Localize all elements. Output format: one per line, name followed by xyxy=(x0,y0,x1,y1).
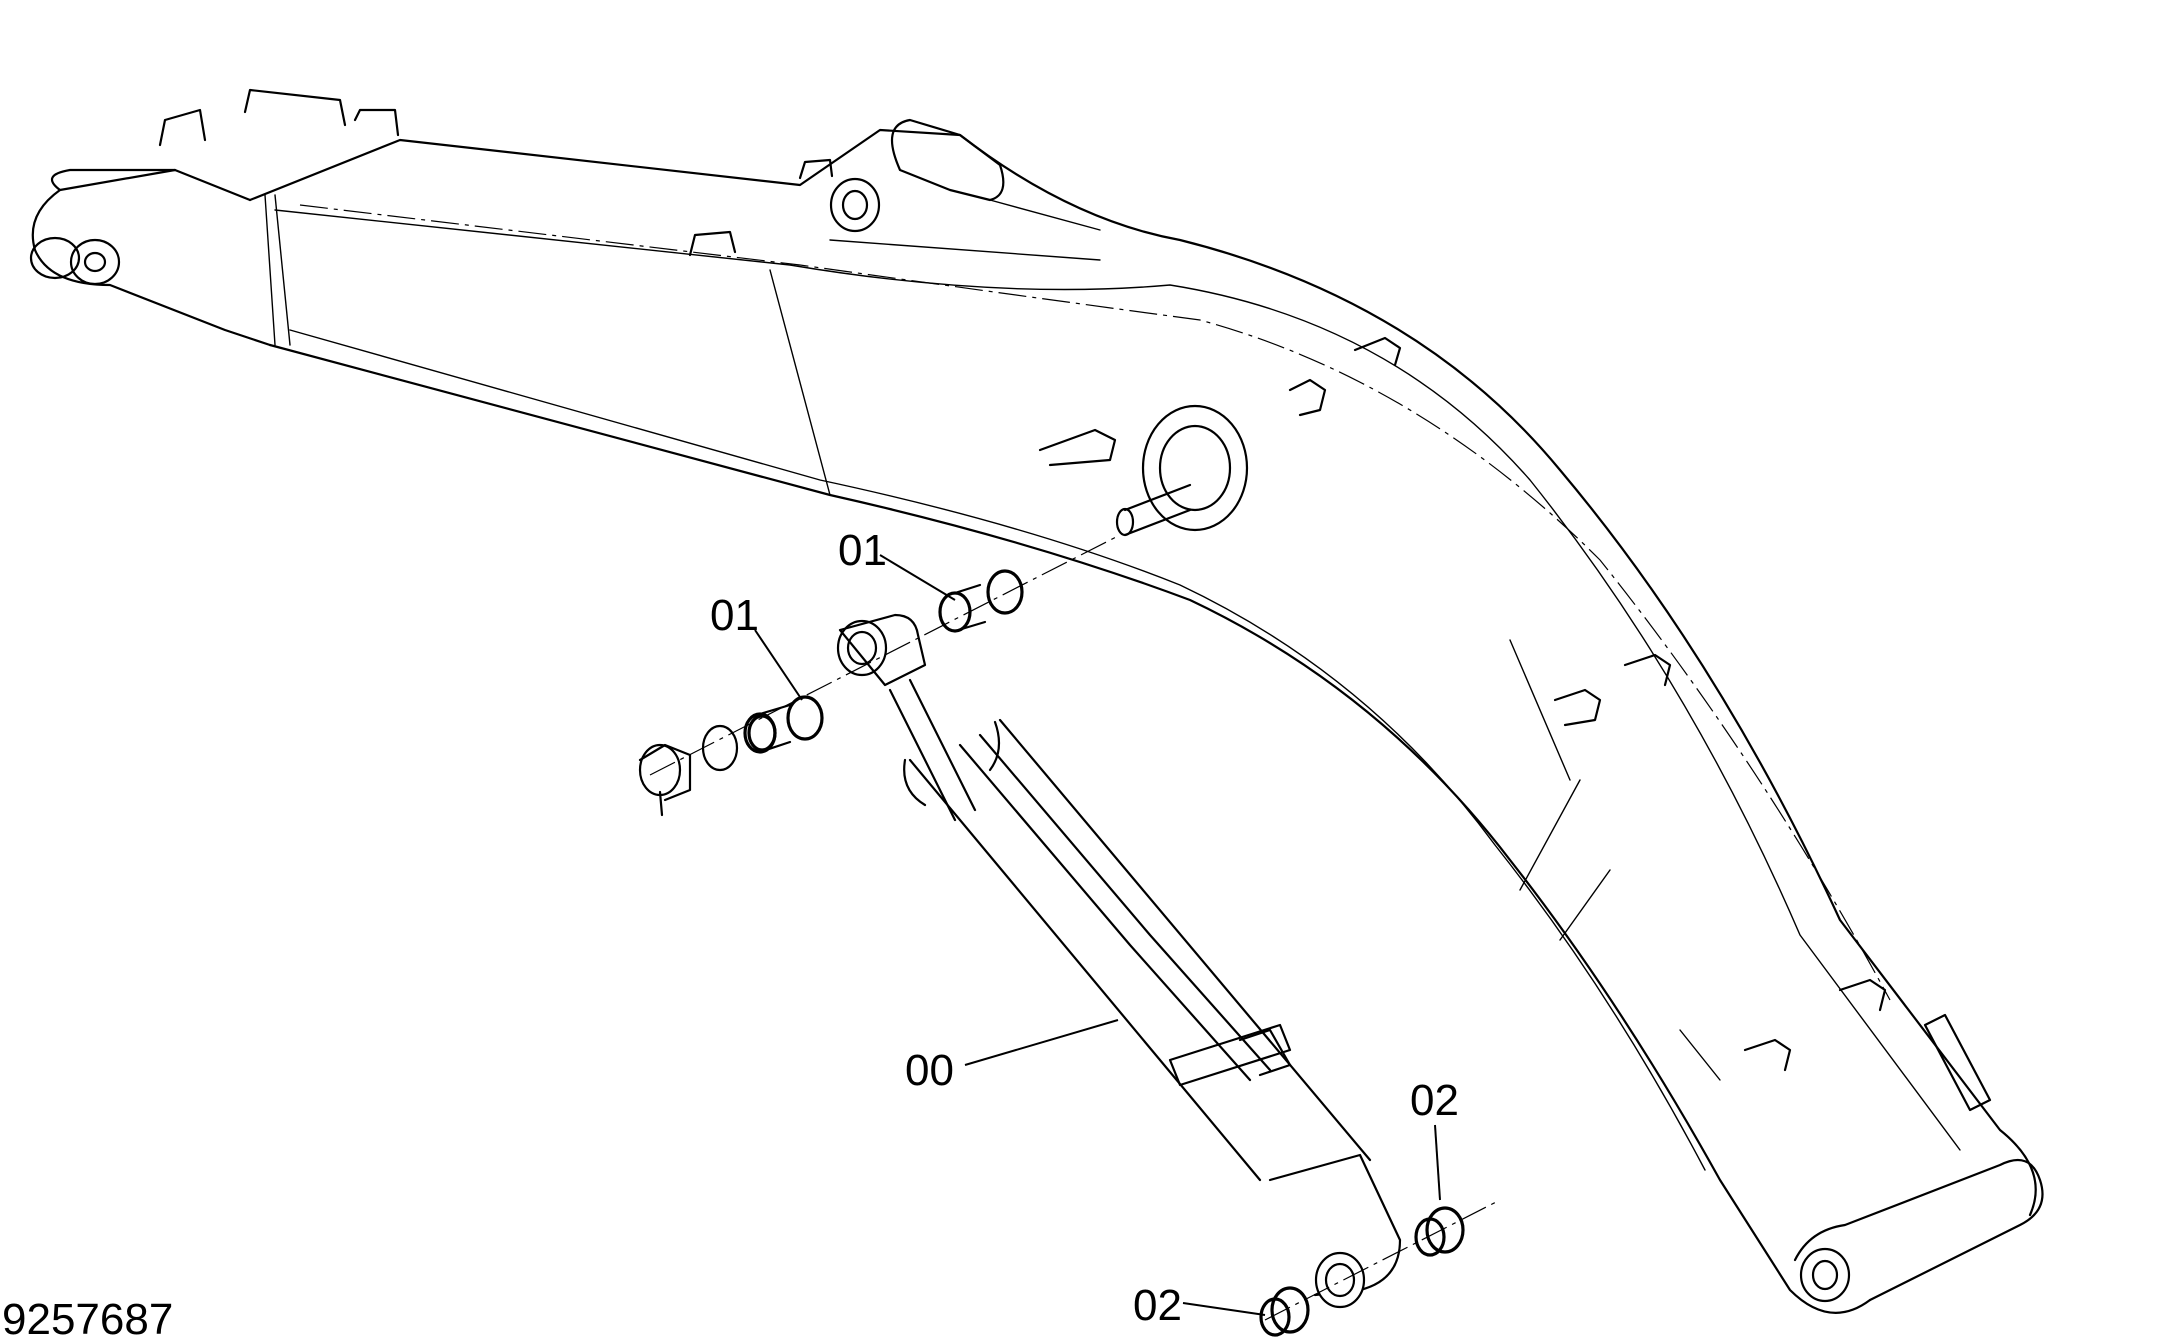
callout-leaders xyxy=(754,554,1441,1316)
drawing-number: 9257687 xyxy=(2,1295,173,1339)
hydraulic-cylinder xyxy=(836,613,1402,1309)
boom xyxy=(29,88,2044,1314)
callout-label-01-upper: 01 xyxy=(838,526,887,575)
callout-label-00: 00 xyxy=(905,1046,954,1095)
callout-label-01-lower: 01 xyxy=(710,591,759,640)
callout-label-02-lower: 02 xyxy=(1133,1281,1182,1330)
callout-label-02-upper: 02 xyxy=(1410,1076,1459,1125)
exploded-parts xyxy=(638,534,1501,1337)
